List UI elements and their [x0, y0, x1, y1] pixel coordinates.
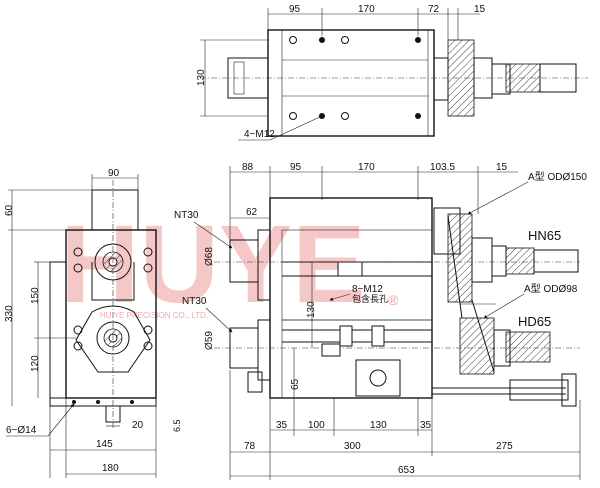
front-dim-130: 130	[306, 301, 317, 318]
top-dim-170: 170	[358, 4, 375, 15]
top-body-inner	[281, 29, 429, 137]
side-dim-150: 150	[30, 287, 41, 304]
front-dim-130-bottom: 130	[370, 420, 387, 431]
top-callout-m12: 4−M12	[244, 129, 275, 140]
top-view: 95 170 72 15 130 4−M12	[196, 4, 588, 141]
front-dim-88: 88	[242, 162, 254, 173]
front-hn65-knurl	[505, 247, 535, 275]
front-dia-59: Ø59	[204, 331, 215, 350]
front-dim-170: 170	[358, 162, 375, 173]
top-body	[267, 29, 435, 137]
front-hd65-label: HD65	[518, 314, 551, 329]
front-dim-62: 62	[246, 207, 258, 218]
front-pulley-a98-label: A型 ODØ98	[524, 282, 578, 295]
front-pulley-150	[447, 213, 473, 303]
front-upper-spindle	[229, 239, 259, 283]
front-nt30-upper: NT30	[174, 210, 199, 221]
side-dim-20: 20	[132, 420, 144, 431]
side-dim-60: 60	[4, 204, 15, 216]
front-dim-35-right: 35	[420, 420, 432, 431]
front-dia-68: Ø68	[204, 247, 215, 266]
front-nt30-lower: NT30	[182, 296, 207, 307]
front-dim-78: 78	[244, 441, 256, 452]
top-motor-neck	[433, 57, 449, 101]
front-dim-300: 300	[344, 441, 361, 452]
watermark-reg: ®	[388, 292, 399, 308]
side-dim-145: 145	[96, 439, 113, 450]
front-dim-95: 95	[290, 162, 302, 173]
side-dim-90: 90	[108, 168, 120, 179]
side-dim-120: 120	[30, 355, 41, 372]
front-dim-100: 100	[308, 420, 325, 431]
watermark-tagline: HU YE PRECISION CO., LTD.	[100, 311, 208, 320]
front-pulley-a150-label: A型 ODØ150	[528, 170, 587, 183]
front-callout-m12: 8−M12	[352, 284, 383, 295]
front-dim-15: 15	[496, 162, 508, 173]
front-dim-65: 65	[290, 378, 301, 390]
front-hn65-label: HN65	[528, 228, 561, 243]
top-dim-15: 15	[474, 4, 486, 15]
side-dim-6-5: 6.5	[172, 419, 182, 432]
front-dim-653: 653	[398, 465, 415, 476]
side-view: 90 60 330 150 120 20 6.5 145 180 6−Ø14	[4, 168, 182, 478]
front-callout-slot: 包含長孔	[352, 293, 388, 304]
front-dim-275: 275	[496, 441, 513, 452]
front-hd65-knurl	[505, 331, 551, 363]
front-dim-35-left: 35	[276, 420, 288, 431]
side-callout-holes: 6−Ø14	[6, 425, 37, 436]
front-pulley-98	[459, 317, 495, 375]
front-dim-103-5: 103.5	[430, 162, 455, 173]
front-view: 88 95 170 103.5 15 62 NT30 NT30 Ø68 Ø59 …	[174, 162, 587, 480]
side-dim-180: 180	[102, 463, 119, 474]
top-dim-72: 72	[428, 4, 440, 15]
top-dim-95: 95	[289, 4, 301, 15]
top-dim-130: 130	[196, 69, 207, 86]
side-dim-330: 330	[4, 305, 15, 322]
side-base	[49, 397, 157, 407]
